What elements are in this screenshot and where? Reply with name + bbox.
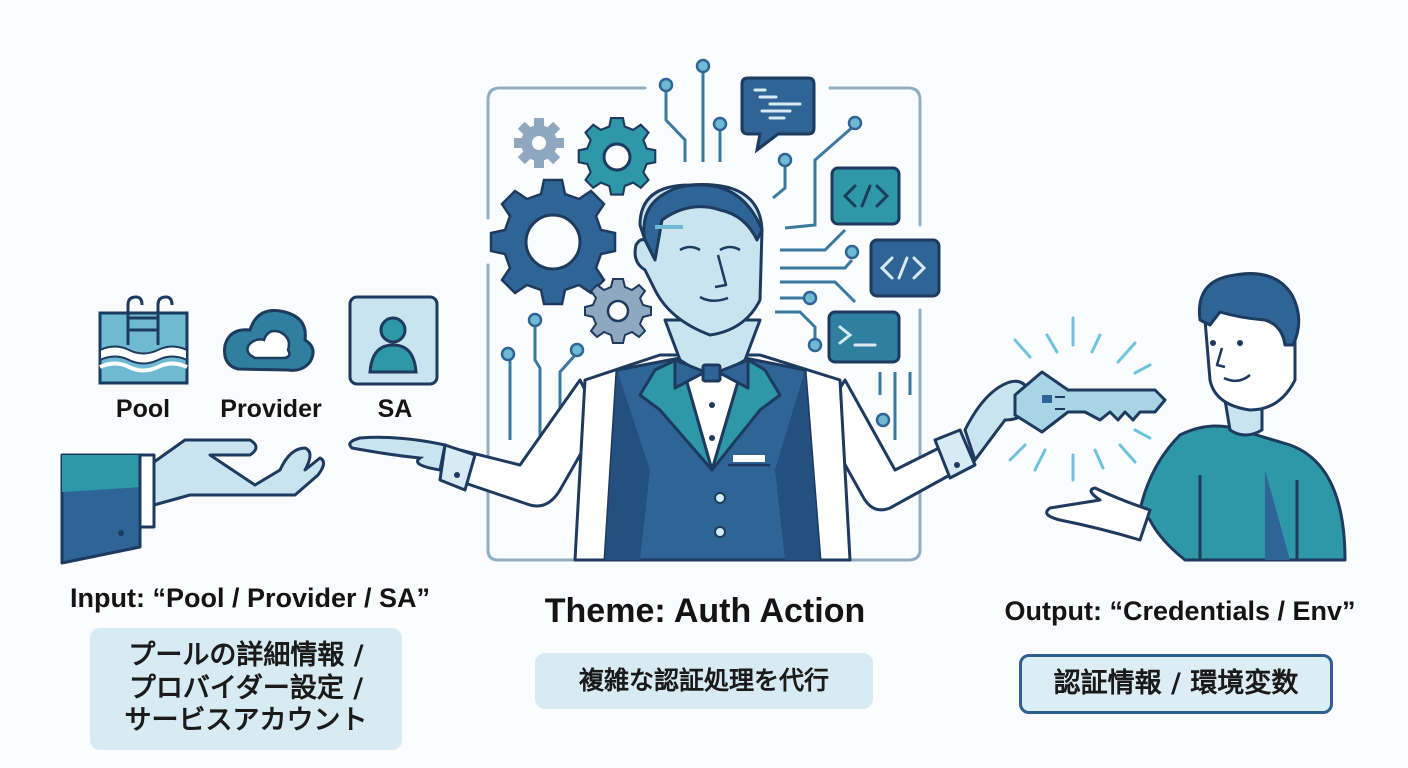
recipient-person: [1045, 272, 1347, 562]
provider-label: Provider: [220, 395, 322, 423]
theme-title: Theme: Auth Action: [544, 592, 866, 630]
gear-small-gray-icon: [514, 118, 564, 168]
theme-description-box: 複雑な認証処理を代行: [535, 653, 873, 709]
gear-teal-icon: [577, 116, 657, 196]
frame-border: [486, 86, 922, 562]
robot-hand: [60, 438, 325, 565]
chat-bubble-icon: [740, 76, 816, 154]
pool-icon: [98, 295, 189, 385]
pool-label: Pool: [115, 395, 171, 423]
sparkle-lines: [1008, 316, 1152, 482]
input-description-box: プールの詳細情報 / プロバイダー設定 / サービスアカウント: [90, 628, 402, 750]
code-tag-icon: [869, 238, 941, 298]
code-tag-icon: [830, 166, 901, 226]
credential-key-icon: [1013, 370, 1167, 434]
gear-large-blue-icon: [489, 178, 617, 306]
butler-figure: [438, 183, 977, 562]
sa-label: SA: [377, 395, 413, 423]
output-title: Output: “Credentials / Env”: [1004, 596, 1356, 626]
input-description-line: プロバイダー設定 /: [128, 672, 364, 704]
circuit-nodes: [500, 58, 891, 428]
input-description-line: サービスアカウント: [124, 705, 368, 737]
input-title: Input: “Pool / Provider / SA”: [69, 583, 431, 613]
butler-left-hand: [348, 435, 447, 472]
gear-medium-gray-icon: [584, 278, 652, 344]
output-description-box: 認証情報 / 環境変数: [1019, 654, 1333, 714]
service-account-icon: [348, 295, 439, 386]
input-description-line: プールの詳細情報 /: [128, 640, 364, 672]
terminal-icon: [827, 310, 901, 364]
theme-description: 複雑な認証処理を代行: [578, 666, 829, 695]
output-description: 認証情報 / 環境変数: [1053, 667, 1299, 699]
circuit-lines: [508, 66, 912, 445]
provider-cloud-icon: [223, 309, 315, 372]
